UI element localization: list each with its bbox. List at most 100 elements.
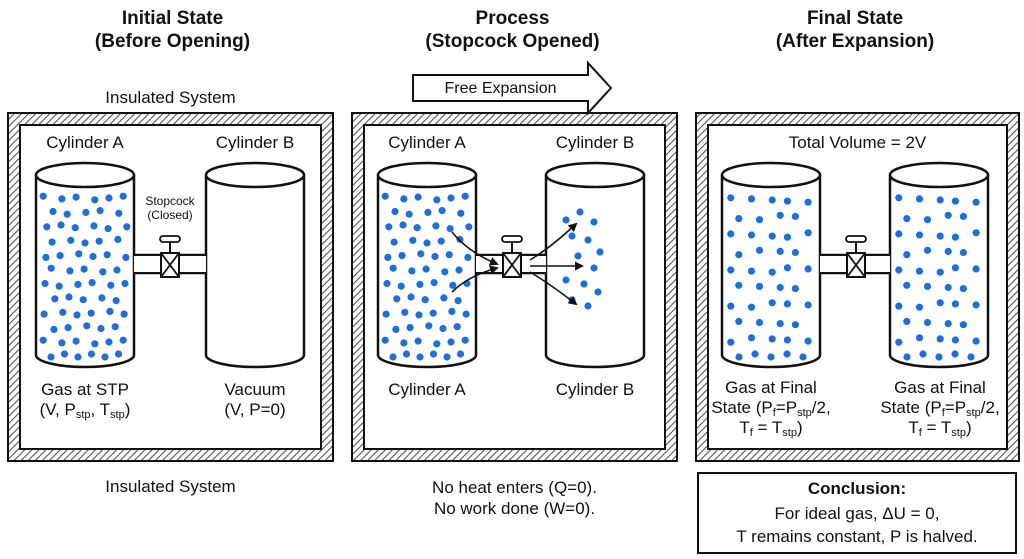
gas-particle (727, 266, 735, 274)
gas-particle (944, 211, 952, 219)
gas-particle (417, 250, 425, 258)
initial-cylinder-b-label: Cylinder B (215, 133, 295, 152)
gas-particle (903, 353, 911, 361)
final-gas-a-sub-b: stp (797, 407, 812, 419)
gas-particle (119, 192, 127, 200)
gas-particle (944, 247, 952, 255)
gas-particle (594, 288, 602, 296)
final-gas-b-sub-c: f (918, 427, 922, 439)
gas-particle (429, 350, 438, 358)
gas-particle (58, 339, 66, 347)
gas-particle (47, 353, 55, 361)
initial-gas-particles (39, 192, 131, 361)
gas-particle (895, 194, 903, 202)
gas-particle (951, 264, 960, 272)
gas-particle (783, 197, 792, 205)
gas-particle (804, 301, 812, 309)
process-cylinder-b-top-label: Cylinder B (555, 133, 635, 152)
gas-particle (407, 293, 415, 301)
final-gas-b-sub-a: f (941, 407, 945, 419)
final-gas-b-text-a: State (P (880, 398, 942, 417)
conclusion-heading: Conclusion: (807, 479, 907, 498)
final-gas-b-sub-d: stp (951, 427, 966, 439)
gas-particle (59, 308, 67, 316)
gas-particle (895, 338, 903, 346)
initial-gas-line1: Gas at STP (41, 380, 129, 399)
gas-particle (791, 321, 800, 329)
gas-particle (89, 252, 97, 261)
gas-particle (776, 320, 784, 328)
gas-particle (935, 353, 943, 361)
gas-particle (440, 294, 448, 302)
gas-particle (915, 267, 924, 275)
gas-particle (767, 353, 775, 361)
gas-particle (791, 248, 800, 257)
gas-particle (423, 239, 431, 247)
gas-particle (456, 350, 465, 358)
gas-particle (398, 252, 406, 260)
process-flow-arrows (451, 222, 584, 306)
gas-particle (447, 338, 455, 346)
gas-particle (399, 221, 407, 229)
final-gas-a-line1: Gas at Final (725, 378, 817, 397)
initial-state-title: Initial State (Before Opening) (40, 7, 305, 53)
gas-particle (381, 336, 389, 344)
gas-particle (424, 208, 432, 216)
gas-particle (776, 247, 784, 255)
process-title-line2: (Stopcock Opened) (425, 31, 600, 52)
gas-particle (936, 335, 944, 343)
gas-particle (416, 353, 424, 361)
gas-particle (783, 336, 792, 344)
gas-particle (895, 266, 903, 274)
gas-particle (915, 195, 924, 203)
gas-particle (755, 246, 764, 254)
gas-particle (791, 285, 800, 293)
vacuum-line1: Vacuum (224, 380, 286, 399)
gas-particle (735, 281, 743, 289)
initial-gas-text-c: ) (124, 400, 131, 419)
gas-particle (972, 337, 980, 345)
final-stopcock-valve (845, 235, 867, 278)
gas-particle (951, 350, 959, 358)
gas-particle (67, 236, 75, 244)
gas-particle (433, 340, 441, 348)
gas-particle (47, 264, 55, 272)
gas-particle (747, 303, 756, 311)
final-gas-b-line3: Tf = Tstp) (875, 418, 1005, 439)
gas-particle (72, 337, 80, 345)
gas-particle (422, 265, 430, 273)
gas-particle (98, 294, 106, 302)
final-gas-b-line2: State (Pf=Pstp/2, (875, 398, 1005, 419)
gas-particle (65, 293, 73, 301)
gas-particle (735, 215, 743, 223)
process-note-line1: No heat enters (Q=0). (432, 478, 597, 497)
gas-particle (944, 283, 952, 292)
gas-particle (74, 280, 82, 288)
gas-particle (432, 222, 440, 230)
stopcock-label-line2: (Closed) (147, 208, 193, 222)
gas-particle (799, 353, 807, 361)
initial-stopcock-valve (159, 235, 181, 278)
gas-particle (112, 297, 120, 305)
gas-particle (39, 192, 47, 200)
gas-particle (391, 207, 399, 216)
gas-particle (915, 303, 924, 311)
gas-particle (804, 198, 812, 206)
gas-particle (74, 353, 82, 361)
conclusion-line2: T remains constant, P is halved. (736, 527, 978, 546)
gas-particle (431, 252, 439, 261)
gas-particle (413, 224, 421, 232)
gas-particle (903, 251, 911, 259)
gas-particle (923, 246, 932, 254)
process-cylinder-b-bottom-label: Cylinder B (555, 380, 635, 399)
gas-particle (768, 268, 776, 276)
initial-gas-line2: (V, Pstp, Tstp) (25, 400, 145, 421)
final-title-line1: Final State (806, 8, 904, 29)
gas-particle (119, 336, 127, 344)
gas-particle (462, 310, 470, 318)
final-gas-a-text-d: T (739, 418, 750, 437)
gas-particle (936, 268, 944, 276)
gas-particle (441, 268, 449, 276)
gas-particle (90, 222, 98, 230)
